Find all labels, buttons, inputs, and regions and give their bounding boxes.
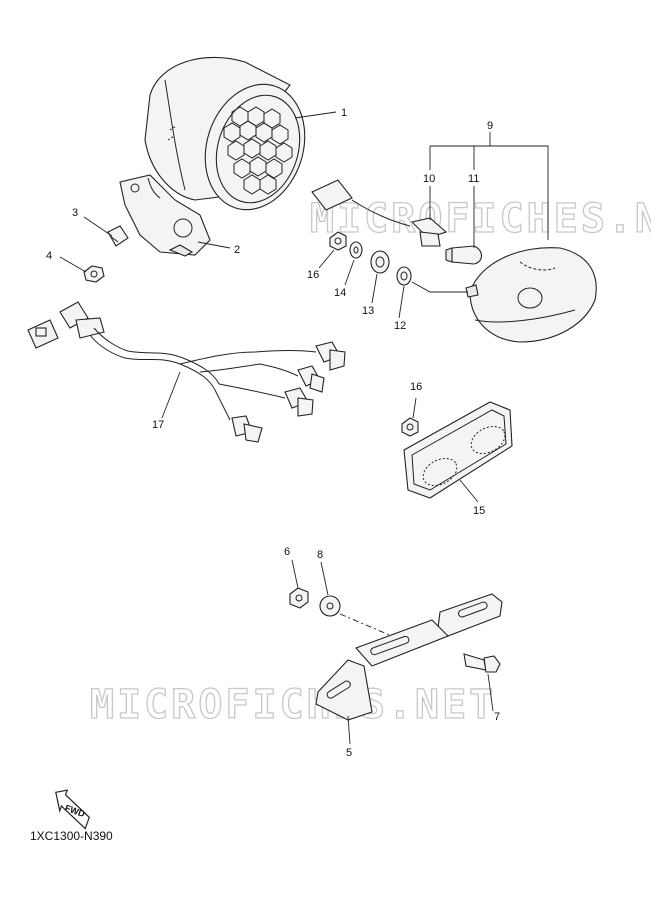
callout-6: 6 [284,546,290,558]
callout-9: 9 [487,120,493,132]
tail-light-assembly[interactable] [144,56,320,222]
bolt-part-7[interactable] [463,653,501,673]
socket-cord[interactable] [311,179,448,247]
callout-7: 7 [494,711,500,723]
collar-part-12[interactable] [396,266,412,286]
nut-part-4[interactable] [83,265,105,283]
reflector[interactable] [403,401,513,499]
diagram-code: 1XC1300-N390 [30,829,113,843]
callout-10: 10 [423,173,435,185]
callout-13: 13 [362,305,374,317]
leader-lines [59,111,549,745]
callout-11: 11 [468,173,479,185]
callout-5: 5 [346,747,352,759]
grommet-part-13[interactable] [370,250,390,274]
nut-part-16-top[interactable] [329,231,347,251]
callout-1: 1 [341,107,347,119]
callout-8: 8 [317,549,323,561]
callout-4: 4 [46,250,52,262]
watermark-bottom: MICROFICHES.NET [90,682,496,728]
callout-12: 12 [394,320,406,332]
callout-2: 2 [234,244,240,256]
callout-16-reflector: 16 [410,381,422,393]
nut-part-6[interactable] [289,587,309,609]
callout-17: 17 [152,419,164,431]
watermark-top: MICROFICHES.NET [310,196,651,242]
wire-harness[interactable] [27,301,346,443]
callout-16-top: 16 [307,269,319,281]
callout-15: 15 [473,505,485,517]
callout-3: 3 [72,207,78,219]
washer-part-14[interactable] [349,241,363,259]
fwd-arrow-icon: FWD [55,789,91,830]
bulb[interactable] [445,245,483,265]
license-bracket[interactable] [315,593,503,721]
turn-signal-assembly[interactable] [411,247,597,343]
bolt-part-3[interactable] [107,225,129,247]
nut-part-16-reflector[interactable] [401,417,419,437]
washer-part-8[interactable] [319,595,341,617]
callout-14: 14 [334,287,346,299]
tail-light-bracket[interactable] [119,174,211,257]
